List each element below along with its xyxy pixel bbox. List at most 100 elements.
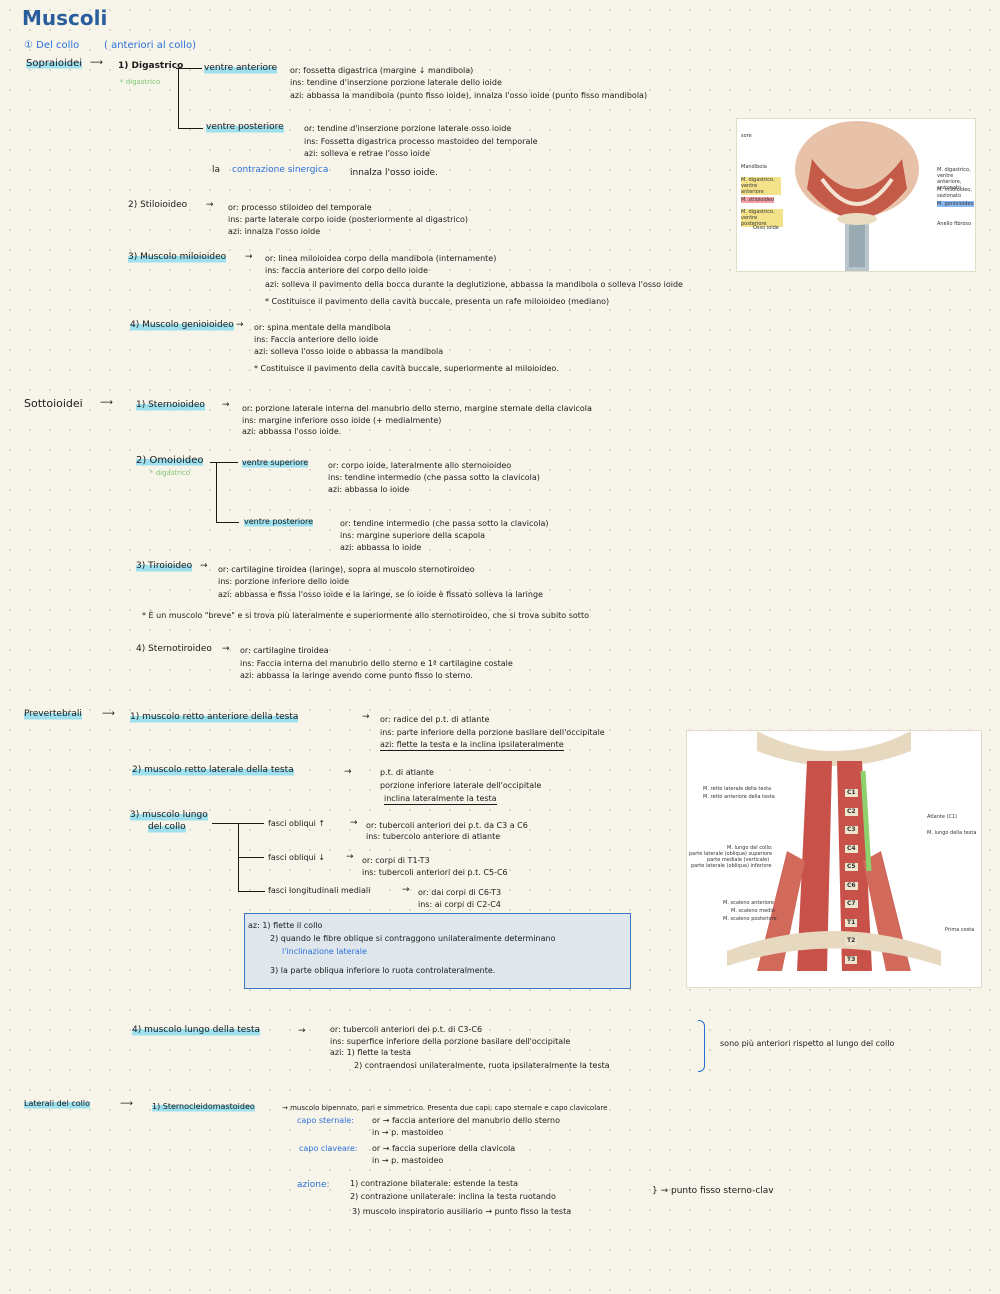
action-box <box>244 913 631 989</box>
action-text: } → punto fisso sterno-clav <box>652 1186 774 1196</box>
muscle-name: 4) Sternotiroideo <box>136 644 212 654</box>
action-text: inclina lateralmente la testa <box>384 794 497 805</box>
figure-label: Anello fibroso <box>937 221 972 227</box>
action-text: 3) la parte obliqua inferiore lo ruota c… <box>270 966 496 975</box>
origin-text: or: corpi di T1-T3 <box>362 856 430 865</box>
muscle-name: del collo <box>148 822 186 833</box>
origin-text: p.t. di atlante <box>380 768 434 777</box>
figure-label: M. retto laterale della testa <box>703 786 772 792</box>
figure-label: M. lungo del collo: <box>727 845 773 851</box>
action-text: azi: 1) flette la testa <box>330 1048 411 1057</box>
origin-text: or: tendine d'inserzione porzione latera… <box>304 124 512 133</box>
side-note: sono più anteriori rispetto al lungo del… <box>720 1039 895 1048</box>
vertebra-label: T3 <box>845 955 858 964</box>
origin-text: or: cartilagine tiroidea <box>240 646 329 655</box>
sub-label: fasci longitudinali mediali <box>268 886 371 895</box>
action-text: 1) contrazione bilaterale: estende la te… <box>350 1179 519 1188</box>
origin-text: or: processo stiloideo del temporale <box>228 203 372 212</box>
muscle-name: 2) Stiloioideo <box>128 200 188 210</box>
action-text: azi: abbassa la laringe avendo come punt… <box>240 671 473 680</box>
figure-label: Atlante (C1) <box>927 814 958 820</box>
figure-label: M. scaleno posteriore <box>723 916 777 922</box>
figure-label: parte mediale (verticale) <box>707 857 770 863</box>
branch-bracket <box>216 462 239 523</box>
head-label: capo sternale: <box>297 1116 355 1125</box>
action-text: 2) contraendosi unilateralmente, ruota i… <box>354 1061 610 1070</box>
figure-label: M. digastrico, ventre anteriore <box>741 177 781 195</box>
origin-text: or: tendine intermedio (che passa sotto … <box>340 519 549 528</box>
brace-icon <box>698 1020 705 1072</box>
vertebra-label: C6 <box>845 881 858 890</box>
action-text: azi: solleva il pavimento della bocca du… <box>265 280 683 289</box>
muscle-name: 3) Tiroioideo <box>136 561 193 572</box>
muscle-name: 1) Sternocleidomastoideo <box>152 1101 255 1112</box>
section-number: ① Del collo <box>24 40 80 51</box>
figure-label: parte laterale (obliqua) superiore <box>689 851 773 857</box>
insertion-text: ins: tendine intermedio (che passa sotto… <box>328 473 540 482</box>
insertion-text: ins: tubercoli anteriori dei p.t. C5-C6 <box>362 868 508 877</box>
action-text: azi: abbassa l'osso ioide. <box>242 427 342 436</box>
figure-label: M. genioioideo <box>937 201 974 207</box>
insertion-text: ins: margine inferiore osso ioide (+ med… <box>242 416 442 425</box>
anatomy-illustration <box>795 121 919 271</box>
muscle-name: 1) Sternoioideo <box>136 400 205 411</box>
insertion-text: in → p. mastoideo <box>372 1156 444 1165</box>
figure-label: M. digastrico, ventre anteriore, seziona… <box>937 167 971 191</box>
action-text: l'inclinazione laterale <box>282 947 367 956</box>
figure-label: M. lungo della testa <box>927 830 977 836</box>
note-text: * Costituisce il pavimento della cavità … <box>265 297 610 306</box>
contraction-note-b: contrazione sinergica <box>232 165 329 175</box>
section-subtitle: ( anteriori al collo) <box>104 40 196 51</box>
action-text: azi: abbassa la mandibola (punto fisso i… <box>290 91 648 100</box>
muscle-name: 4) Muscolo genioioideo <box>130 320 234 331</box>
insertion-text: ins: Faccia interna del manubrio dello s… <box>240 659 513 668</box>
action-label: azione: <box>297 1180 330 1190</box>
head-label: capo claveare: <box>299 1144 358 1153</box>
contraction-note-a: la <box>212 165 221 175</box>
muscle-name: 1) muscolo retto anteriore della testa <box>130 712 299 723</box>
vertebra-label: C3 <box>845 826 858 834</box>
figure-label: M. digastrico, ventre posteriore <box>741 209 783 227</box>
contraction-note-c: innalza l'osso ioide. <box>350 168 438 178</box>
note-text: * Costituisce il pavimento della cavità … <box>254 364 559 373</box>
insertion-text: ins: ai corpi di C2-C4 <box>418 900 501 909</box>
origin-text: or: fossetta digastrica (margine ↓ mandi… <box>290 66 474 75</box>
action-text: 2) quando le fibre oblique si contraggon… <box>270 934 556 943</box>
branch-line <box>212 823 264 824</box>
muscle-name: 4) muscolo lungo della testa <box>132 1025 260 1036</box>
origin-text: or → faccia anteriore del manubrio dello… <box>372 1116 561 1125</box>
origin-text: or: linea miloioidea corpo della mandibo… <box>265 254 497 263</box>
note-digastrico: * digastrico <box>120 78 161 86</box>
insertion-text: ins: parte inferiore della porzione basi… <box>380 728 605 737</box>
insertion-text: ins: margine superiore della scapola <box>340 531 486 540</box>
origin-text: or: tubercoli anteriori dei p.t. di C3-C… <box>330 1025 483 1034</box>
origin-text: or: porzione laterale interna del manubr… <box>242 404 592 413</box>
description-text: → muscolo bipennato, pari e simmetrico. … <box>282 1104 608 1112</box>
action-text: azi: solleva l'osso ioide o abbassa la m… <box>254 347 444 356</box>
vertebra-label: C4 <box>845 844 858 853</box>
insertion-text: ins: Faccia anteriore dello ioide <box>254 335 379 344</box>
group-label-laterali: Laterali del collo <box>24 1098 90 1109</box>
vertebra-label: C5 <box>845 863 858 871</box>
insertion-text: ins: parte laterale corpo ioide (posteri… <box>228 215 469 224</box>
figure-label: Prima costa <box>945 927 975 933</box>
branch-line <box>176 68 202 69</box>
figure-label: M. scaleno anteriore <box>723 900 774 906</box>
figure-label: M. retto anteriore della testa <box>703 794 775 800</box>
group-label-prevertebrali: Prevertebrali <box>24 709 82 720</box>
insertion-text: ins: tendine d'inserzione porzione later… <box>290 78 502 87</box>
origin-text: or: corpo ioide, lateralmente allo stern… <box>328 461 512 470</box>
origin-text: or: cartilagine tiroidea (laringe), sopr… <box>218 565 475 574</box>
insertion-text: ins: superfice inferiore della porzione … <box>330 1037 571 1046</box>
sub-label: fasci obliqui ↑ <box>268 819 326 828</box>
note-omoioideo: * digastrico <box>150 469 191 477</box>
origin-text: or → faccia superiore della clavicola <box>372 1144 516 1153</box>
insertion-text: ins: porzione inferiore dello ioide <box>218 577 350 586</box>
sub-label: ventre superiore <box>242 457 309 468</box>
branch-line <box>238 857 264 858</box>
sub-label: ventre posteriore <box>206 122 284 133</box>
muscle-name: 1) Digastrico <box>118 61 184 71</box>
branch-bracket <box>178 68 203 129</box>
figure-label: M. stiloioideo <box>741 197 775 203</box>
page-title: Muscoli <box>22 6 108 30</box>
